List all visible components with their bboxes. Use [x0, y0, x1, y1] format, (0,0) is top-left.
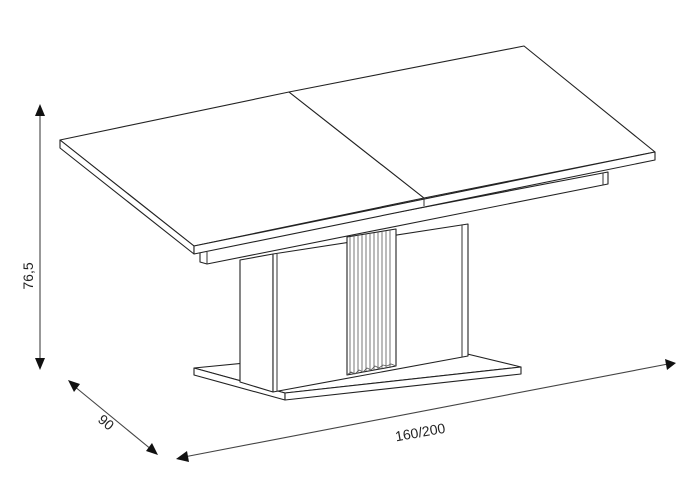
- depth-dimension: 90: [68, 380, 158, 455]
- height-label: 76,5: [20, 262, 36, 289]
- arrow-up-icon: [35, 104, 45, 116]
- tabletop: [59, 45, 656, 255]
- apron-frame: [199, 171, 609, 265]
- length-label: 160/200: [394, 420, 447, 445]
- height-dimension: 76,5: [20, 104, 45, 370]
- arrow-right-icon: [665, 359, 676, 370]
- arrow-down-icon: [35, 358, 45, 370]
- arrow-upleft-icon: [68, 380, 80, 392]
- arrow-left-icon: [176, 451, 189, 462]
- arrow-downright-icon: [146, 443, 158, 455]
- fluted-center-panel: [346, 228, 397, 376]
- depth-label: 90: [95, 411, 117, 433]
